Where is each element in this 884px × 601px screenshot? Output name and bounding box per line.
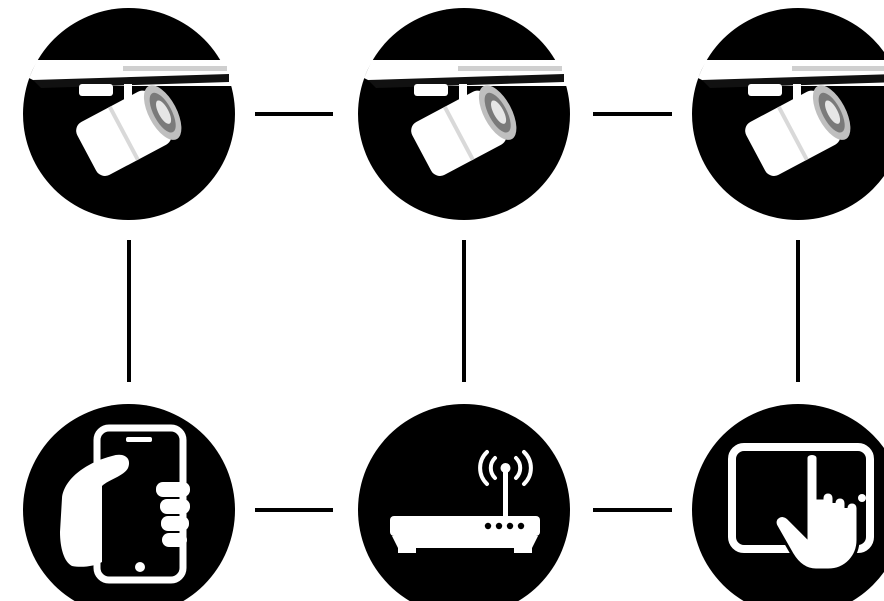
router-node bbox=[358, 404, 570, 601]
spotlight-node-1 bbox=[23, 8, 235, 220]
spotlight-node-3 bbox=[692, 8, 884, 220]
spotlight-node-2 bbox=[358, 8, 570, 220]
smartphone-node bbox=[23, 404, 235, 601]
tablet-node bbox=[692, 404, 884, 601]
